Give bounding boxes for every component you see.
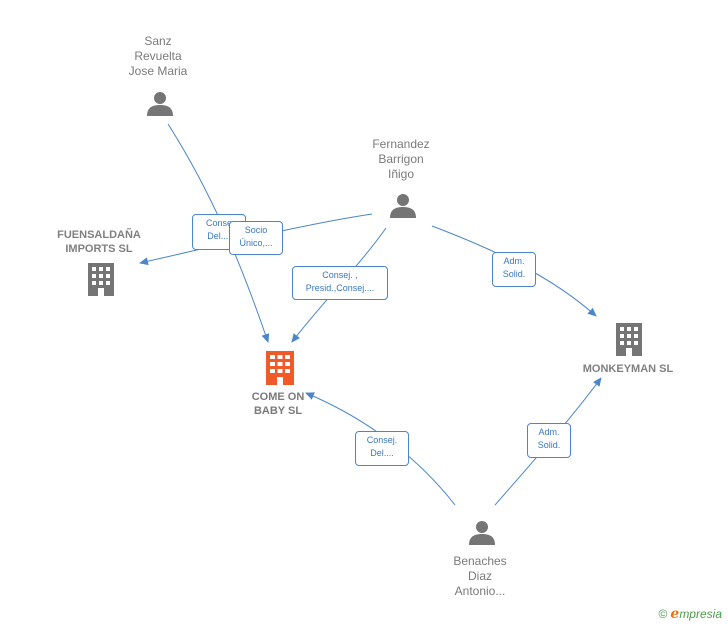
edge-label-line: Solid.	[537, 440, 561, 450]
building-icon-fuensaldana[interactable]	[88, 263, 114, 296]
node-label-line: IMPORTS SL	[65, 243, 133, 255]
edge-label-line: Único,...	[239, 238, 273, 248]
edge-label-line: Adm.	[503, 256, 525, 266]
node-label-comeon[interactable]: COME ON BABY SL	[228, 390, 328, 418]
node-label-line: Iñigo	[387, 167, 415, 181]
node-label-fuensaldana[interactable]: FUENSALDAÑA IMPORTS SL	[44, 228, 154, 256]
person-icon-benaches[interactable]	[469, 521, 495, 545]
edge-label-line: Solid.	[502, 269, 526, 279]
node-label-line: Diaz	[467, 569, 492, 583]
edge-label-fernandez-comeon[interactable]: Consej. , Presid.,Consej....	[292, 266, 388, 300]
edge-label-benaches-comeon[interactable]: Consej. Del....	[355, 431, 409, 466]
node-label-line: Revuelta	[134, 49, 182, 63]
node-label-monkeyman[interactable]: MONKEYMAN SL	[573, 362, 683, 376]
node-label-line: MONKEYMAN SL	[582, 363, 674, 375]
edge-label-benaches-monkeyman[interactable]: Adm. Solid.	[527, 423, 571, 458]
node-label-line: COME ON	[251, 391, 305, 403]
node-label-line: FUENSALDAÑA	[57, 229, 141, 241]
building-icon-comeon[interactable]	[266, 351, 294, 385]
edge-label-line: Del....	[370, 448, 394, 458]
edge-label-line: Presid.,Consej....	[305, 283, 375, 293]
node-label-sanz[interactable]: Sanz Revuelta Jose Maria	[108, 34, 208, 79]
node-label-line: Antonio...	[454, 584, 506, 598]
node-label-line: Fernandez	[372, 137, 430, 151]
edge-label-line: Consej.	[366, 435, 398, 445]
node-label-line: Jose Maria	[128, 64, 188, 78]
node-label-line: Sanz	[144, 34, 172, 48]
edge-label-fernandez-monkeyman[interactable]: Adm. Solid.	[492, 252, 536, 287]
brand-initial: e	[670, 606, 680, 622]
edge-label-line: Conse	[205, 218, 232, 228]
node-label-line: Benaches	[453, 554, 507, 568]
building-icon-monkeyman[interactable]	[616, 323, 642, 356]
edge-label-line: Adm.	[538, 427, 560, 437]
node-label-line: Barrigon	[378, 152, 424, 166]
node-label-line: BABY SL	[253, 405, 303, 417]
edge-label-line: Consej. ,	[322, 270, 358, 280]
person-icon-fernandez[interactable]	[390, 194, 416, 218]
brand-name: mpresia	[679, 607, 722, 621]
empresia-logo[interactable]: ©empresia	[659, 606, 722, 622]
edge-label-line: Del....	[207, 231, 231, 241]
person-icon-sanz[interactable]	[147, 92, 173, 116]
copyright-symbol: ©	[658, 607, 668, 621]
node-label-fernandez[interactable]: Fernandez Barrigon Iñigo	[351, 137, 451, 182]
edge-label-line: Socio	[244, 225, 268, 235]
edge-label-sanz-fuensaldana[interactable]: Socio Único,...	[229, 221, 283, 255]
node-label-benaches[interactable]: Benaches Diaz Antonio...	[430, 554, 530, 599]
